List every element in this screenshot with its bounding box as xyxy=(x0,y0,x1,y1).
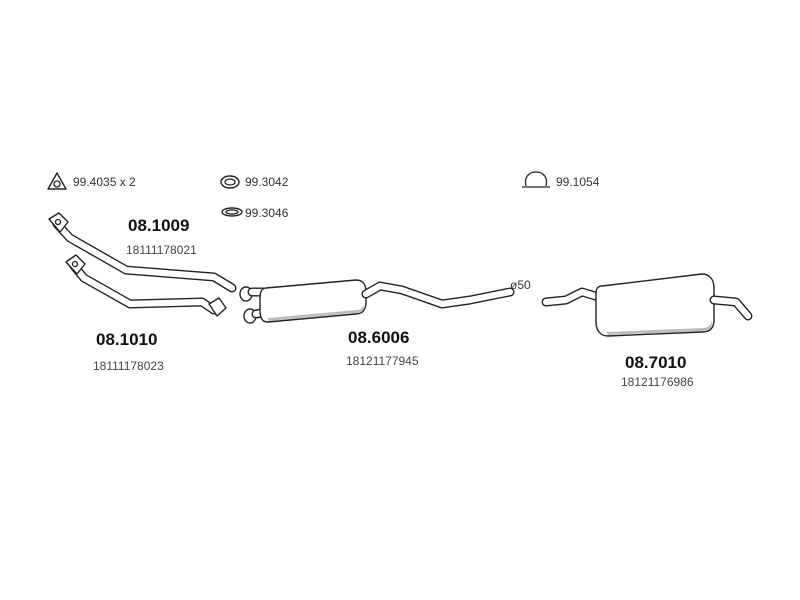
clamp-icon xyxy=(522,171,550,188)
front-pipe-lower xyxy=(65,254,227,317)
triangle-flange-icon xyxy=(47,172,67,190)
accessory-label-hanger-clamp: 99.1054 xyxy=(556,175,600,189)
rear-silencer xyxy=(541,273,753,337)
part-code-front-pipe-lower: 08.1010 xyxy=(96,330,158,349)
accessory-label-triangle-gasket: 99.4035 x 2 xyxy=(73,175,136,189)
sealing-ring-icon xyxy=(221,207,243,217)
accessory-label-sealing-ring: 99.3046 xyxy=(245,206,289,220)
part-code-center-silencer: 08.6006 xyxy=(348,328,410,347)
part-code-front-pipe-upper: 08.1009 xyxy=(128,216,190,235)
oem-number-rear-silencer: 18121176986 xyxy=(621,375,694,389)
oem-number-front-pipe-upper: 18111178021 xyxy=(126,243,197,257)
oem-number-center-silencer: 18121177945 xyxy=(346,354,419,368)
pipe-diameter-label: ø50 xyxy=(510,278,531,292)
front-pipe-upper xyxy=(48,212,237,293)
part-code-rear-silencer: 08.7010 xyxy=(625,353,687,372)
rubber-ring-icon xyxy=(220,175,240,189)
center-silencer xyxy=(239,279,515,324)
accessory-label-ring-clamp: 99.3042 xyxy=(245,175,289,189)
oem-number-front-pipe-lower: 18111178023 xyxy=(93,359,164,373)
